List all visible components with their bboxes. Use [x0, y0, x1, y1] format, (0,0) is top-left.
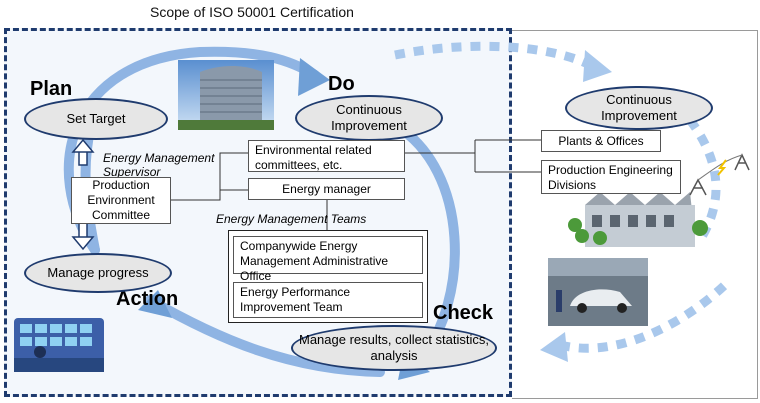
- loop-arrow-head-top: [583, 50, 612, 82]
- supervisor-label: Energy Management Supervisor: [103, 151, 215, 180]
- plants-offices-box: Plants & Offices: [541, 130, 661, 152]
- loop-arrow-head-bottom: [540, 332, 568, 362]
- set-target-ellipse: Set Target: [24, 98, 168, 140]
- teams-label: Energy Management Teams: [216, 212, 367, 226]
- energy-manager-box: Energy manager: [248, 178, 405, 200]
- scope-title: Scope of ISO 50001 Certification: [150, 4, 354, 20]
- teams-container: Companywide Energy Management Administra…: [228, 230, 428, 323]
- continuous-improvement-outer-ellipse: Continuous Improvement: [565, 86, 713, 130]
- phase-plan: Plan: [30, 78, 73, 100]
- production-engineering-box: Production Engineering Divisions: [541, 160, 681, 194]
- continuous-improvement-inner-ellipse: Continuous Improvement: [295, 95, 443, 141]
- manage-progress-ellipse: Manage progress: [24, 253, 172, 293]
- production-committee-box: Production Environment Committee: [71, 177, 171, 224]
- manage-results-ellipse: Manage results, collect statistics, anal…: [291, 325, 497, 371]
- phase-action: Action: [116, 288, 179, 310]
- control-room-illustration: [14, 318, 104, 372]
- arrow-head-do: [298, 58, 330, 96]
- production-line-photo: [548, 258, 648, 326]
- arrow-head-action: [138, 290, 172, 318]
- environmental-committees-box: Environmental related committees, etc.: [248, 140, 405, 172]
- team-office-box: Companywide Energy Management Administra…: [233, 236, 423, 283]
- factory-illustration: [568, 153, 750, 247]
- up-arrow-icon: [71, 138, 95, 166]
- phase-do: Do: [328, 73, 355, 95]
- team-improvement-box: Energy Performance Improvement Team: [233, 282, 423, 318]
- building-photo: [178, 60, 274, 130]
- phase-check: Check: [433, 302, 494, 324]
- org-connectors: [171, 139, 541, 230]
